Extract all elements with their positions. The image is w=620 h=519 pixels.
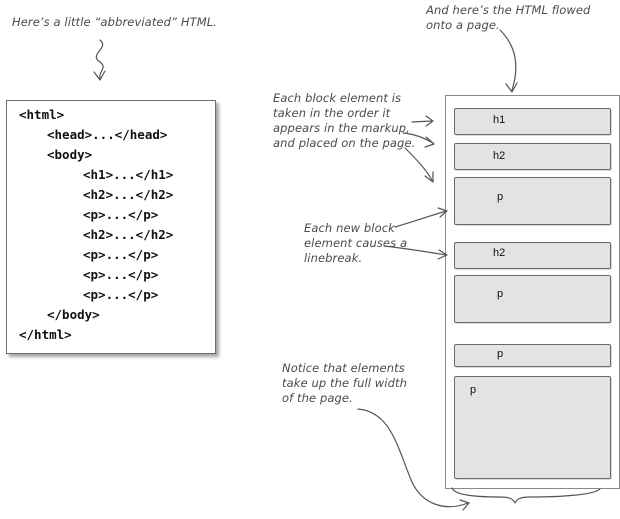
block-p: p [454, 344, 611, 367]
arrowhead [425, 115, 434, 127]
code-line: <html> [19, 107, 65, 122]
page-frame: h1 h2 p h2 p p p [445, 95, 620, 489]
code-line: <p>...</p> [83, 267, 159, 282]
annotation-abbreviated-html: Here’s a little “abbreviated” HTML. [12, 15, 217, 30]
code-line: <head>...</head> [47, 127, 168, 142]
annotation-line: and placed on the page. [273, 136, 416, 150]
block-h2: h2 [454, 143, 611, 170]
block-p: p [454, 376, 611, 479]
annotation-line: Each new block [304, 221, 395, 235]
block-label: p [497, 191, 504, 203]
block-h1: h1 [454, 108, 611, 135]
arrowhead [93, 70, 106, 81]
annotation-html-flowed: And here’s the HTML flowed onto a page. [426, 3, 590, 33]
block-label: h2 [493, 150, 506, 162]
code-line: <p>...</p> [83, 247, 159, 262]
block-label: p [497, 348, 504, 360]
annotation-block-order: Each block element is taken in the order… [273, 91, 415, 151]
annotation-line: And here’s the HTML flowed [426, 3, 591, 17]
annotation-linebreak: Each new block element causes a linebrea… [304, 221, 407, 266]
annotation-line: of the page. [282, 391, 353, 405]
annotation-line: Notice that elements [282, 361, 405, 375]
code-line: <h1>...</h1> [83, 167, 174, 182]
block-p: p [454, 177, 611, 225]
annotation-line: take up the full width [282, 376, 407, 390]
block-h2: h2 [454, 242, 611, 269]
arrowhead [424, 136, 435, 148]
arrowhead [424, 171, 434, 183]
curly-arrow [95, 39, 104, 79]
block-label: h1 [493, 114, 506, 126]
annotation-line: linebreak. [304, 251, 363, 265]
annotation-line: Here’s a little “abbreviated” HTML. [12, 15, 217, 29]
annotation-line: appears in the markup, [273, 121, 410, 135]
code-line: <h2>...</h2> [83, 187, 174, 202]
code-line: <h2>...</h2> [83, 227, 174, 242]
block-p: p [454, 275, 611, 323]
annotation-line: onto a page. [426, 18, 500, 32]
code-line: </html> [19, 327, 72, 342]
arrow [404, 147, 433, 181]
html-code-panel: <html> <head>...</head> <body> <h1>...</… [6, 100, 216, 354]
arrowhead [459, 499, 470, 511]
annotation-full-width: Notice that elements take up the full wi… [282, 361, 407, 406]
code-line: <p>...</p> [83, 287, 159, 302]
width-brace [451, 487, 601, 504]
annotation-line: Each block element is [273, 91, 402, 105]
code-line: <body> [47, 147, 93, 162]
block-label: p [497, 288, 504, 300]
annotation-line: element causes a [304, 236, 408, 250]
block-label: h2 [493, 247, 506, 259]
curved-arrow [499, 29, 517, 91]
annotation-line: taken in the order it [273, 106, 391, 120]
code-line: </body> [47, 307, 100, 322]
block-label: p [470, 384, 477, 396]
arrowhead [505, 82, 518, 93]
code-line: <p>...</p> [83, 207, 159, 222]
